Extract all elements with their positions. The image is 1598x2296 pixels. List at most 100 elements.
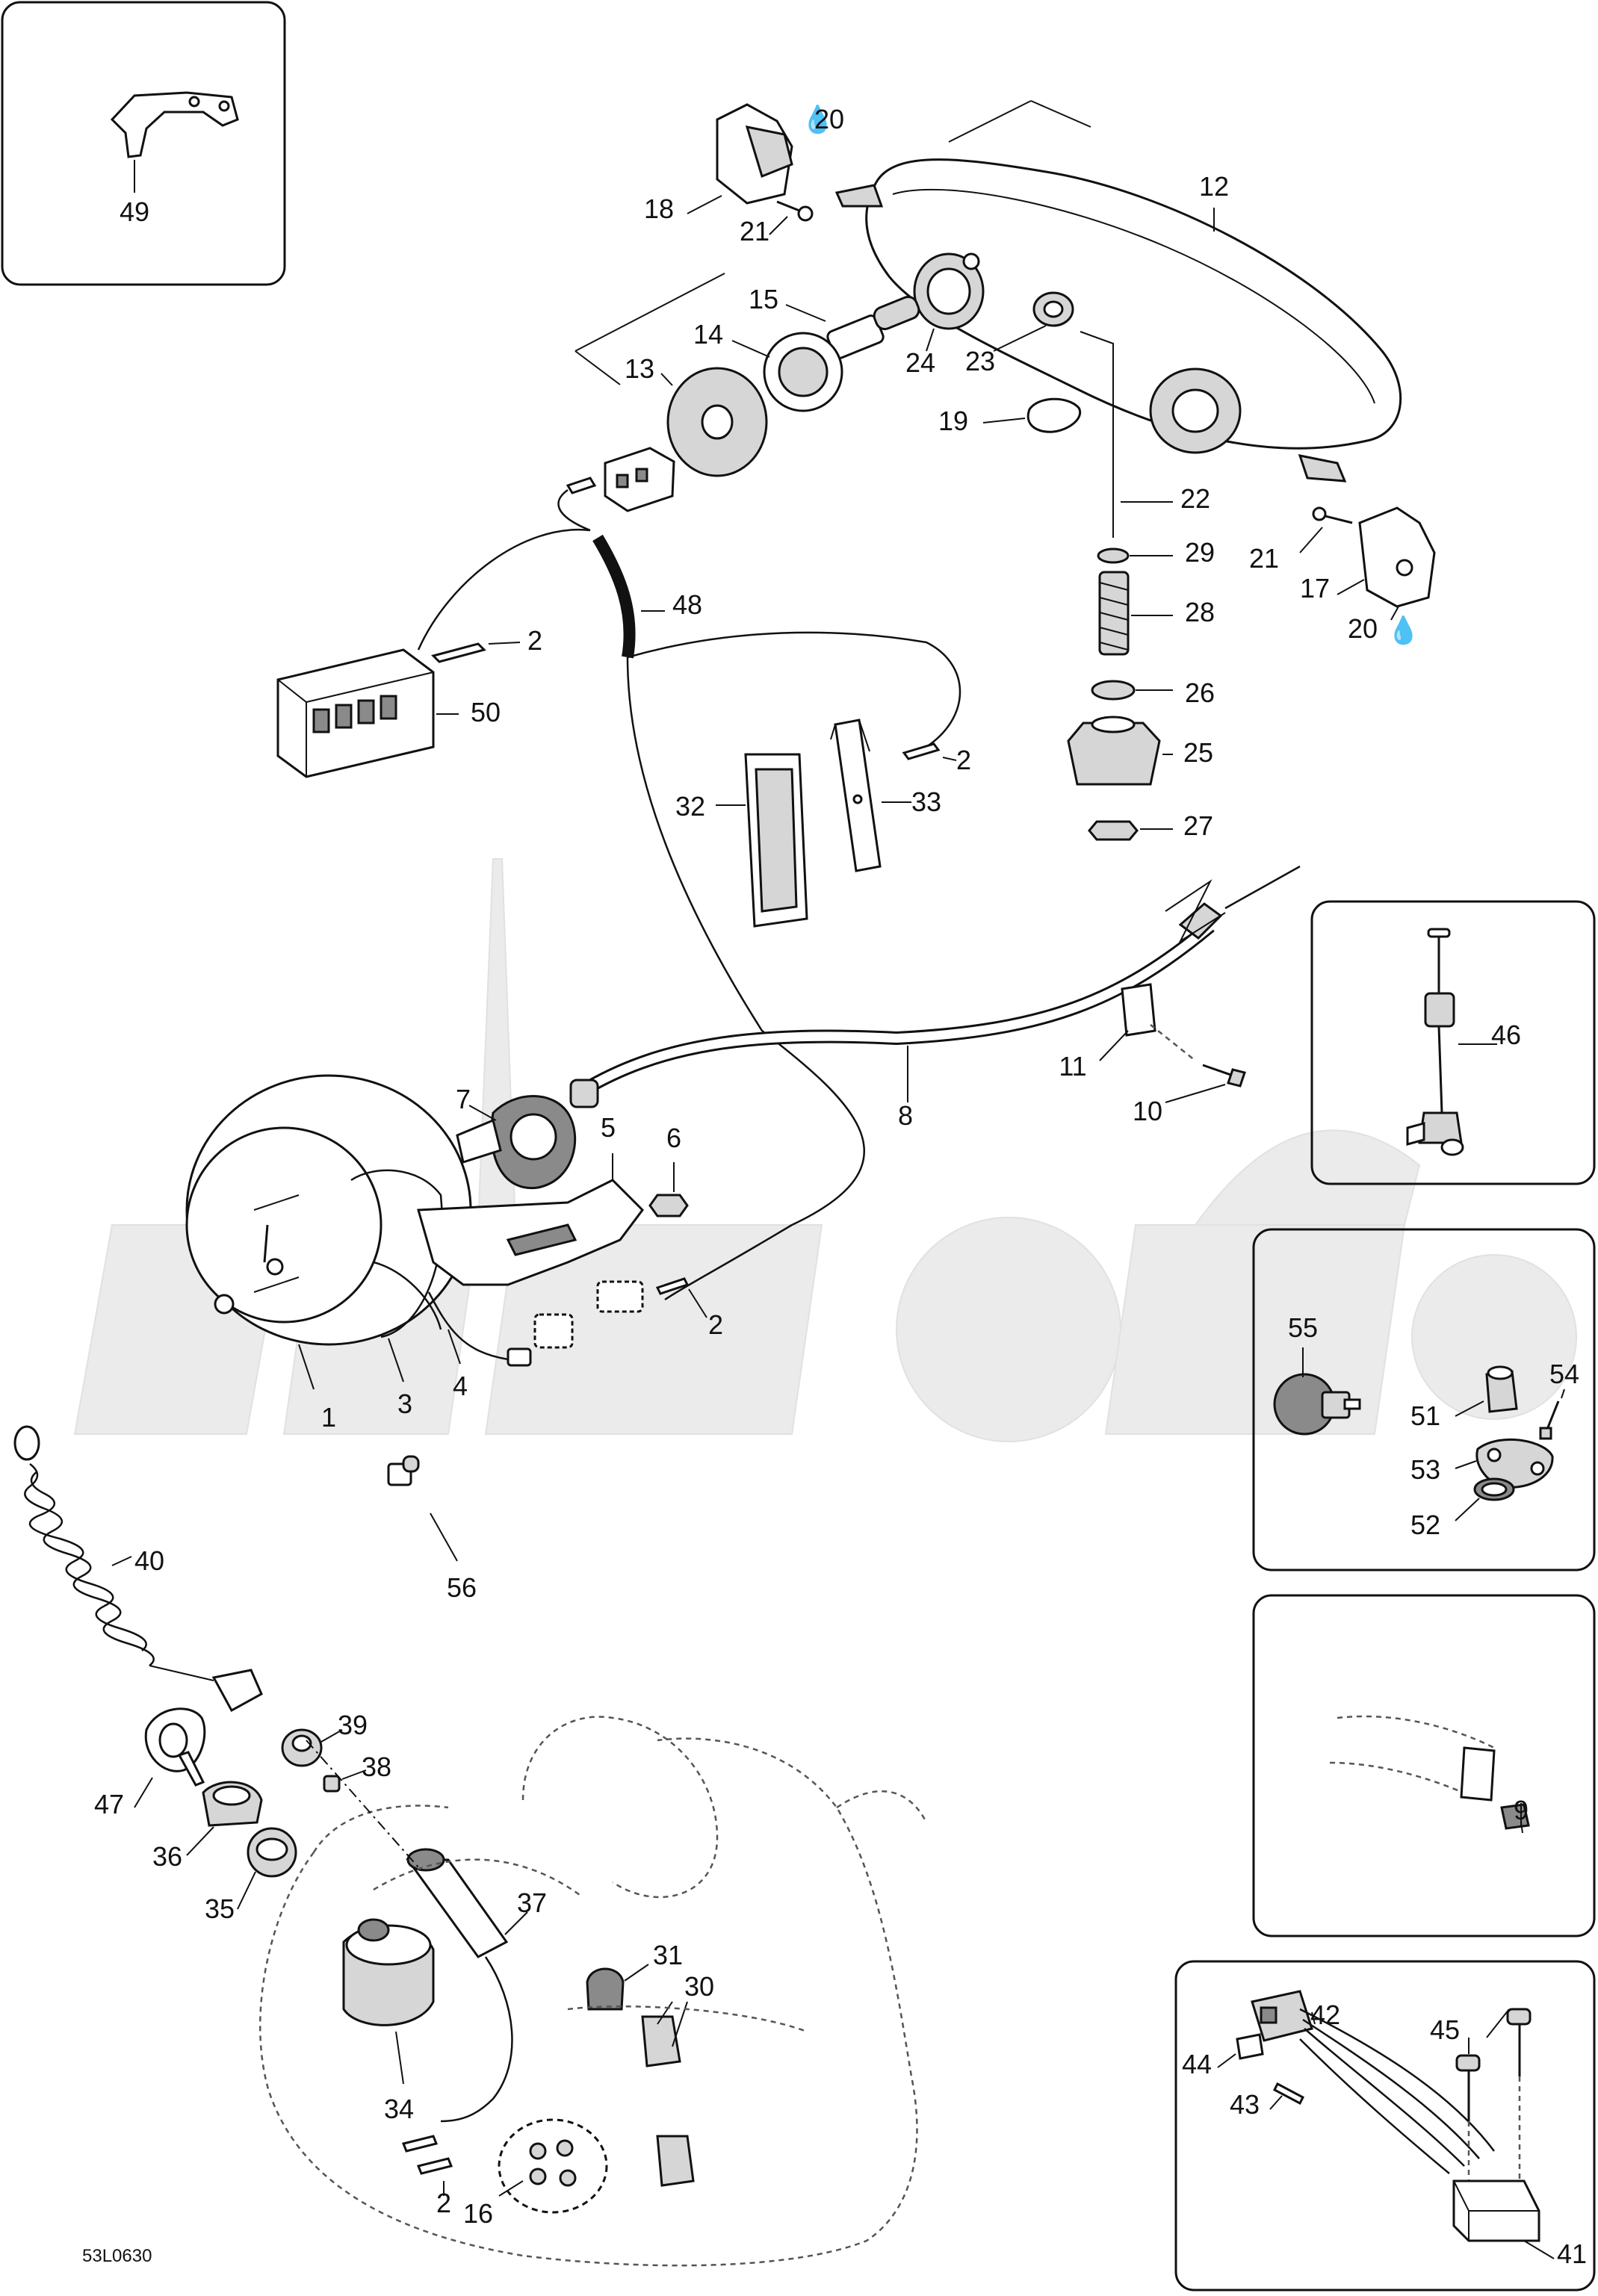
callout-c53: 53 <box>1410 1454 1440 1485</box>
callout-c14: 14 <box>693 319 723 350</box>
washer-26 <box>1091 680 1173 701</box>
clip-19 <box>982 397 1082 433</box>
nut-27 <box>1088 820 1173 841</box>
callout-c39: 39 <box>338 1710 368 1740</box>
screw-54 <box>1539 1389 1565 1440</box>
switch-55 <box>1273 1347 1361 1436</box>
callout-c16: 16 <box>463 2198 493 2229</box>
cable-drive-7 <box>456 1095 577 1190</box>
callout-c21a: 21 <box>740 216 769 246</box>
mounting-bracket-5 <box>417 1153 644 1286</box>
grommet-23 <box>993 291 1074 352</box>
bulb-connector <box>566 447 675 512</box>
switch-31 <box>586 1964 649 2011</box>
sender-46 <box>1406 928 1497 1156</box>
callout-c50: 50 <box>471 697 501 727</box>
speedometer-cable-8 <box>569 865 1301 1108</box>
oil-drop-icon: 💧 <box>801 104 834 134</box>
bulb-56 <box>387 1455 458 1562</box>
pin-43 <box>1269 2082 1304 2110</box>
washer-29 <box>1097 547 1173 564</box>
bezel-3 <box>350 1169 443 1383</box>
bracket-33 <box>830 719 911 872</box>
knob-25 <box>1067 716 1173 786</box>
callout-c19: 19 <box>938 406 968 436</box>
callout-c45: 45 <box>1430 2014 1460 2045</box>
mounting-stud-22 <box>1080 331 1173 538</box>
terminal-44 <box>1217 2033 1264 2068</box>
bracket-18 <box>687 103 793 214</box>
lens-32 <box>716 753 808 928</box>
callout-c24: 24 <box>905 347 935 378</box>
callout-c18: 18 <box>644 193 674 224</box>
callout-c13: 13 <box>625 353 654 384</box>
inset-box-46 <box>1310 900 1596 1185</box>
rubber-boot-13 <box>660 367 768 477</box>
callout-c30: 30 <box>684 1971 714 2002</box>
callout-c4: 4 <box>453 1371 468 1401</box>
callout-c52: 52 <box>1410 1510 1440 1540</box>
nut-6 <box>648 1162 689 1217</box>
callout-c40: 40 <box>134 1545 164 1576</box>
bolts-45 <box>1455 2008 1532 2203</box>
callout-c10: 10 <box>1133 1096 1162 1126</box>
socket-24 <box>913 252 985 352</box>
callout-c5: 5 <box>601 1112 616 1143</box>
callout-c1: 1 <box>321 1402 336 1433</box>
callout-c25: 25 <box>1183 737 1213 768</box>
callout-c54: 54 <box>1549 1359 1579 1389</box>
callout-c3: 3 <box>397 1389 412 1419</box>
callout-c2d: 2 <box>436 2188 451 2218</box>
callout-c8: 8 <box>898 1100 913 1131</box>
oil-drop-icon-2: 💧 <box>1387 615 1420 645</box>
callout-c35: 35 <box>205 1893 235 1924</box>
callout-c2b: 2 <box>956 745 971 775</box>
cap-36 <box>186 1781 263 1856</box>
callout-c33: 33 <box>911 786 941 817</box>
speedometer-1 <box>185 1074 472 1390</box>
harness-connector-42 <box>1251 1990 1495 2174</box>
callout-c27: 27 <box>1183 810 1213 841</box>
callout-c38: 38 <box>362 1752 391 1782</box>
inset-box-49 <box>1 1 286 286</box>
key-fob-47 <box>134 1707 206 1808</box>
callout-c20a: 20 <box>814 104 844 134</box>
callout-c32: 32 <box>675 791 705 822</box>
connectors-pair <box>533 1280 644 1349</box>
connector-16 <box>498 2118 608 2214</box>
callout-c49: 49 <box>120 196 149 227</box>
callout-c48: 48 <box>672 589 702 620</box>
module-41 <box>1452 2179 1555 2259</box>
terminal-2-d <box>401 2135 453 2196</box>
ignition-switch-34 <box>342 1918 435 2085</box>
callout-c31: 31 <box>653 1940 683 1970</box>
ring-35 <box>237 1827 297 1910</box>
inset-box-9 <box>1252 1594 1596 1937</box>
knob-39 <box>281 1728 343 1767</box>
inset-box-41 <box>1174 1960 1596 2292</box>
callout-c7: 7 <box>456 1084 471 1114</box>
callout-c6: 6 <box>666 1123 681 1153</box>
callout-c42: 42 <box>1310 1999 1340 2030</box>
callout-c23: 23 <box>965 346 995 376</box>
coiled-lanyard-40 <box>13 1425 263 1713</box>
terminal-2-a <box>431 642 521 663</box>
callout-c22: 22 <box>1180 483 1210 514</box>
callout-c12: 12 <box>1199 171 1229 202</box>
inset-box-55 <box>1252 1228 1596 1571</box>
wire-4 <box>427 1291 532 1367</box>
callout-c2a: 2 <box>527 625 542 656</box>
terminal-2-b <box>902 742 957 761</box>
gasket-53 <box>1455 1438 1554 1489</box>
callout-c46: 46 <box>1491 1020 1521 1050</box>
retainer-ring-14 <box>731 332 843 412</box>
bolt-10 <box>1150 1024 1246 1103</box>
terminal-2-c <box>655 1277 707 1318</box>
handlebar-grip-9 <box>1329 1715 1530 1834</box>
callout-c20b: 20 <box>1348 613 1378 644</box>
callout-c17: 17 <box>1300 573 1330 604</box>
callout-c21b: 21 <box>1249 543 1279 574</box>
callout-c44: 44 <box>1182 2049 1212 2079</box>
